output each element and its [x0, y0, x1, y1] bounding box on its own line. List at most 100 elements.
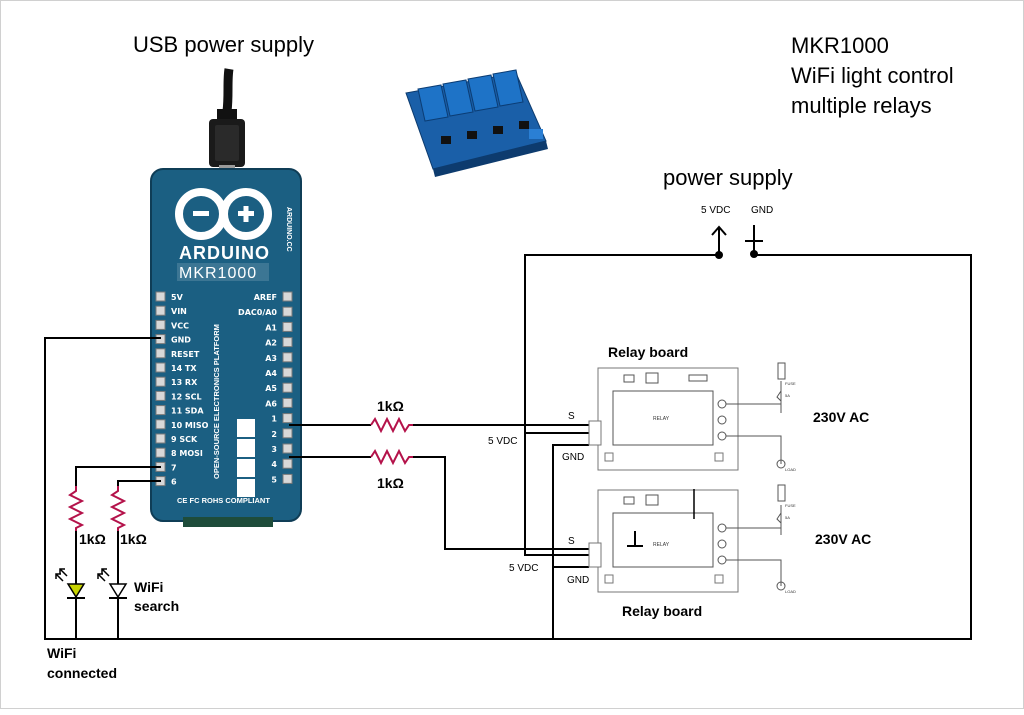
left-pin-pad — [155, 305, 166, 316]
right-pin-pad — [282, 458, 293, 469]
led-connected-label-1: WiFi — [47, 645, 76, 661]
left-pin-label: 7 — [171, 463, 177, 472]
arduino-model-text: MKR1000 — [179, 265, 257, 282]
arduino-brand-text: ARDUINO — [179, 243, 270, 263]
right-pin-label: 3 — [271, 445, 277, 454]
right-pin-pad — [282, 413, 293, 424]
left-pin-pad — [155, 291, 166, 302]
relay1-fuse-text: FUSE — [785, 381, 796, 386]
relay2-s-label: S — [568, 536, 575, 547]
relay2-vdc-label: 5 VDC — [509, 563, 538, 574]
relay2-title: Relay board — [622, 603, 702, 619]
left-pin-pad — [155, 405, 166, 416]
left-pin-pad — [155, 376, 166, 387]
left-pin-label: VIN — [171, 307, 187, 316]
ps-gnd-terminal — [745, 225, 763, 258]
right-pin-label: A3 — [265, 354, 277, 363]
relay1-load-text: LOAD — [785, 467, 796, 472]
right-pin-label: 4 — [271, 460, 277, 469]
right-pin-label: DAC0/A0 — [238, 308, 277, 317]
resistor-relay1-label: 1kΩ — [377, 398, 404, 414]
right-pin-pad — [282, 443, 293, 454]
left-pin-label: 6 — [171, 478, 177, 487]
right-pin-label: AREF — [254, 293, 277, 302]
relay-board-1: Relay board RELAY FUSE 5A LOAD S 5 VDC G… — [488, 344, 869, 472]
left-pin-pad — [155, 419, 166, 430]
resistor-relay2-label: 1kΩ — [377, 475, 404, 491]
resistor-led-search — [109, 486, 127, 531]
right-pin-label: A4 — [265, 369, 277, 378]
led-search-label-1: WiFi — [134, 579, 163, 595]
left-pin-label: 9 SCK — [171, 435, 198, 444]
resistor-led-connected-label: 1kΩ — [79, 531, 106, 547]
left-pin-pad — [155, 319, 166, 330]
relay-module-photo — [405, 69, 548, 177]
right-pin-pad — [282, 306, 293, 317]
project-title-line2: WiFi light control — [791, 63, 954, 88]
resistor-led-search-label: 1kΩ — [120, 531, 147, 547]
wiring — [44, 254, 972, 640]
left-pin-label: 5V — [171, 293, 184, 302]
right-pin-label: A1 — [265, 323, 277, 332]
resistor-relay1 — [370, 416, 413, 434]
left-pin-pad — [155, 362, 166, 373]
led-wifi-connected — [55, 568, 86, 599]
left-pin-label: 11 SDA — [171, 407, 204, 416]
right-pin-pad — [282, 352, 293, 363]
arduino-site-text: ARDUINO.CC — [285, 207, 292, 252]
left-pin-pad — [155, 433, 166, 444]
right-pin-label: A5 — [265, 384, 277, 393]
usb-power-title: USB power supply — [133, 32, 314, 57]
left-pin-label: 13 RX — [171, 378, 198, 387]
left-pin-label: RESET — [171, 350, 200, 359]
right-pin-pad — [282, 382, 293, 393]
left-pin-pad — [155, 348, 166, 359]
right-pin-pad — [282, 397, 293, 408]
project-title-line1: MKR1000 — [791, 33, 889, 58]
usb-cable — [209, 68, 245, 175]
right-pin-pad — [282, 367, 293, 378]
relay2-fuse-value: 5A — [785, 515, 790, 520]
left-pin-label: 10 MISO — [171, 421, 209, 430]
left-pin-label: 14 TX — [171, 364, 197, 373]
ps-5vdc-label: 5 VDC — [701, 205, 730, 216]
right-pin-pad — [282, 321, 293, 332]
led-wifi-search — [97, 568, 128, 599]
relay2-relay-text: RELAY — [653, 542, 670, 548]
relay1-ac-label: 230V AC — [813, 409, 869, 425]
relay2-gnd-label: GND — [567, 575, 589, 586]
right-pin-pad — [282, 337, 293, 348]
relay1-fuse-value: 5A — [785, 393, 790, 398]
right-pin-label: A6 — [265, 399, 277, 408]
ps-gnd-label: GND — [751, 205, 773, 216]
relay1-s-label: S — [568, 411, 575, 422]
left-pin-label: VCC — [171, 321, 189, 330]
relay1-title: Relay board — [608, 344, 688, 360]
relay2-load-text: LOAD — [785, 589, 796, 594]
arduino-mkr1000-board: ARDUINO MKR1000 ARDUINO.CC OPEN-SOURCE E… — [150, 168, 302, 527]
power-supply-title: power supply — [663, 165, 793, 190]
right-pin-pad — [282, 291, 293, 302]
left-pin-pad — [155, 447, 166, 458]
left-pin-label: 8 MOSI — [171, 449, 203, 458]
left-pin-pad — [155, 334, 166, 345]
right-pin-label: 1 — [271, 415, 277, 424]
led-search-label-2: search — [134, 598, 179, 614]
arduino-logo — [175, 188, 272, 240]
right-pin-label: A2 — [265, 339, 277, 348]
relay2-fuse-text: FUSE — [785, 503, 796, 508]
relay1-vdc-label: 5 VDC — [488, 436, 517, 447]
left-pin-label: GND — [171, 336, 191, 345]
relay2-ac-label: 230V AC — [815, 531, 871, 547]
resistor-led-connected — [67, 486, 85, 531]
relay1-gnd-label: GND — [562, 452, 584, 463]
relay-board-2: RELAY FUSE 5A LOAD S 5 VDC GND 230V AC R… — [509, 484, 871, 619]
project-title-line3: multiple relays — [791, 93, 932, 118]
right-pin-label: 2 — [271, 430, 277, 439]
arduino-platform-text: OPEN-SOURCE ELECTRONICS PLATFORM — [212, 324, 221, 479]
right-pin-label: 5 — [271, 475, 277, 484]
right-pin-pad — [282, 428, 293, 439]
